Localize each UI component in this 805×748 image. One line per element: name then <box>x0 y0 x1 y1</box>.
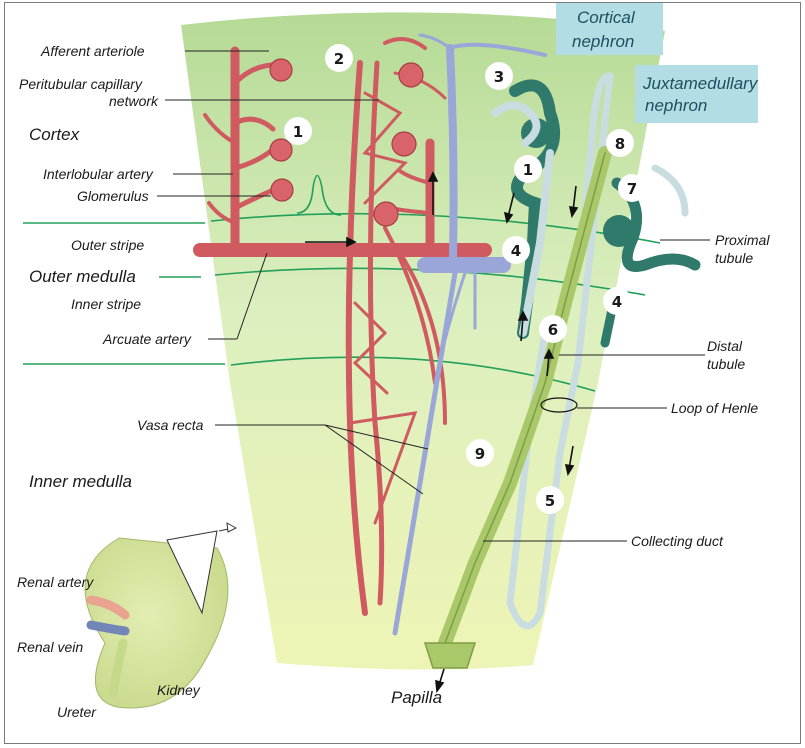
label-inner-medulla: Inner medulla <box>29 472 132 491</box>
marker-1a: 1 <box>293 123 303 141</box>
label-afferent-arteriole: Afferent arteriole <box>40 43 145 59</box>
label-outer-stripe: Outer stripe <box>71 237 144 253</box>
label-loop-of-henle: Loop of Henle <box>671 400 758 416</box>
label-distal-1: Distal <box>707 338 743 354</box>
marker-4b: 4 <box>612 293 622 311</box>
label-outer-medulla: Outer medulla <box>29 267 136 286</box>
marker-2: 2 <box>334 50 344 68</box>
marker-5: 5 <box>545 492 555 510</box>
kidney-inset <box>85 523 236 708</box>
marker-3: 3 <box>494 68 504 86</box>
label-ureter: Ureter <box>57 704 97 720</box>
label-inner-stripe: Inner stripe <box>71 296 141 312</box>
juxtamedullary-line1: Juxtamedullary <box>642 74 759 93</box>
cortical-nephron-line2: nephron <box>572 32 634 51</box>
label-kidney: Kidney <box>157 682 201 698</box>
marker-1b: 1 <box>523 161 533 179</box>
label-distal-2: tubule <box>707 356 745 372</box>
marker-8: 8 <box>615 135 625 153</box>
label-renal-vein: Renal vein <box>17 639 83 655</box>
label-peritubular-2: network <box>109 93 159 109</box>
label-vasa-recta: Vasa recta <box>137 417 204 433</box>
diagram-frame: Cortical nephron Juxtamedullary nephron … <box>4 2 801 744</box>
marker-9: 9 <box>475 445 485 463</box>
label-cortex: Cortex <box>29 125 80 144</box>
marker-6: 6 <box>548 321 558 339</box>
label-peritubular-1: Peritubular capillary <box>19 76 143 92</box>
label-renal-artery: Renal artery <box>17 574 94 590</box>
label-proximal-1: Proximal <box>715 232 770 248</box>
label-papilla: Papilla <box>391 688 442 707</box>
label-arcuate-artery: Arcuate artery <box>102 331 192 347</box>
label-interlobular-artery: Interlobular artery <box>43 166 154 182</box>
marker-4a: 4 <box>511 242 521 260</box>
juxtamedullary-line2: nephron <box>645 96 707 115</box>
kidney-diagram: Cortical nephron Juxtamedullary nephron … <box>5 3 800 743</box>
marker-7: 7 <box>627 180 637 198</box>
label-glomerulus: Glomerulus <box>77 188 149 204</box>
label-proximal-2: tubule <box>715 250 753 266</box>
cortical-nephron-line1: Cortical <box>577 8 636 27</box>
label-collecting-duct: Collecting duct <box>631 533 724 549</box>
